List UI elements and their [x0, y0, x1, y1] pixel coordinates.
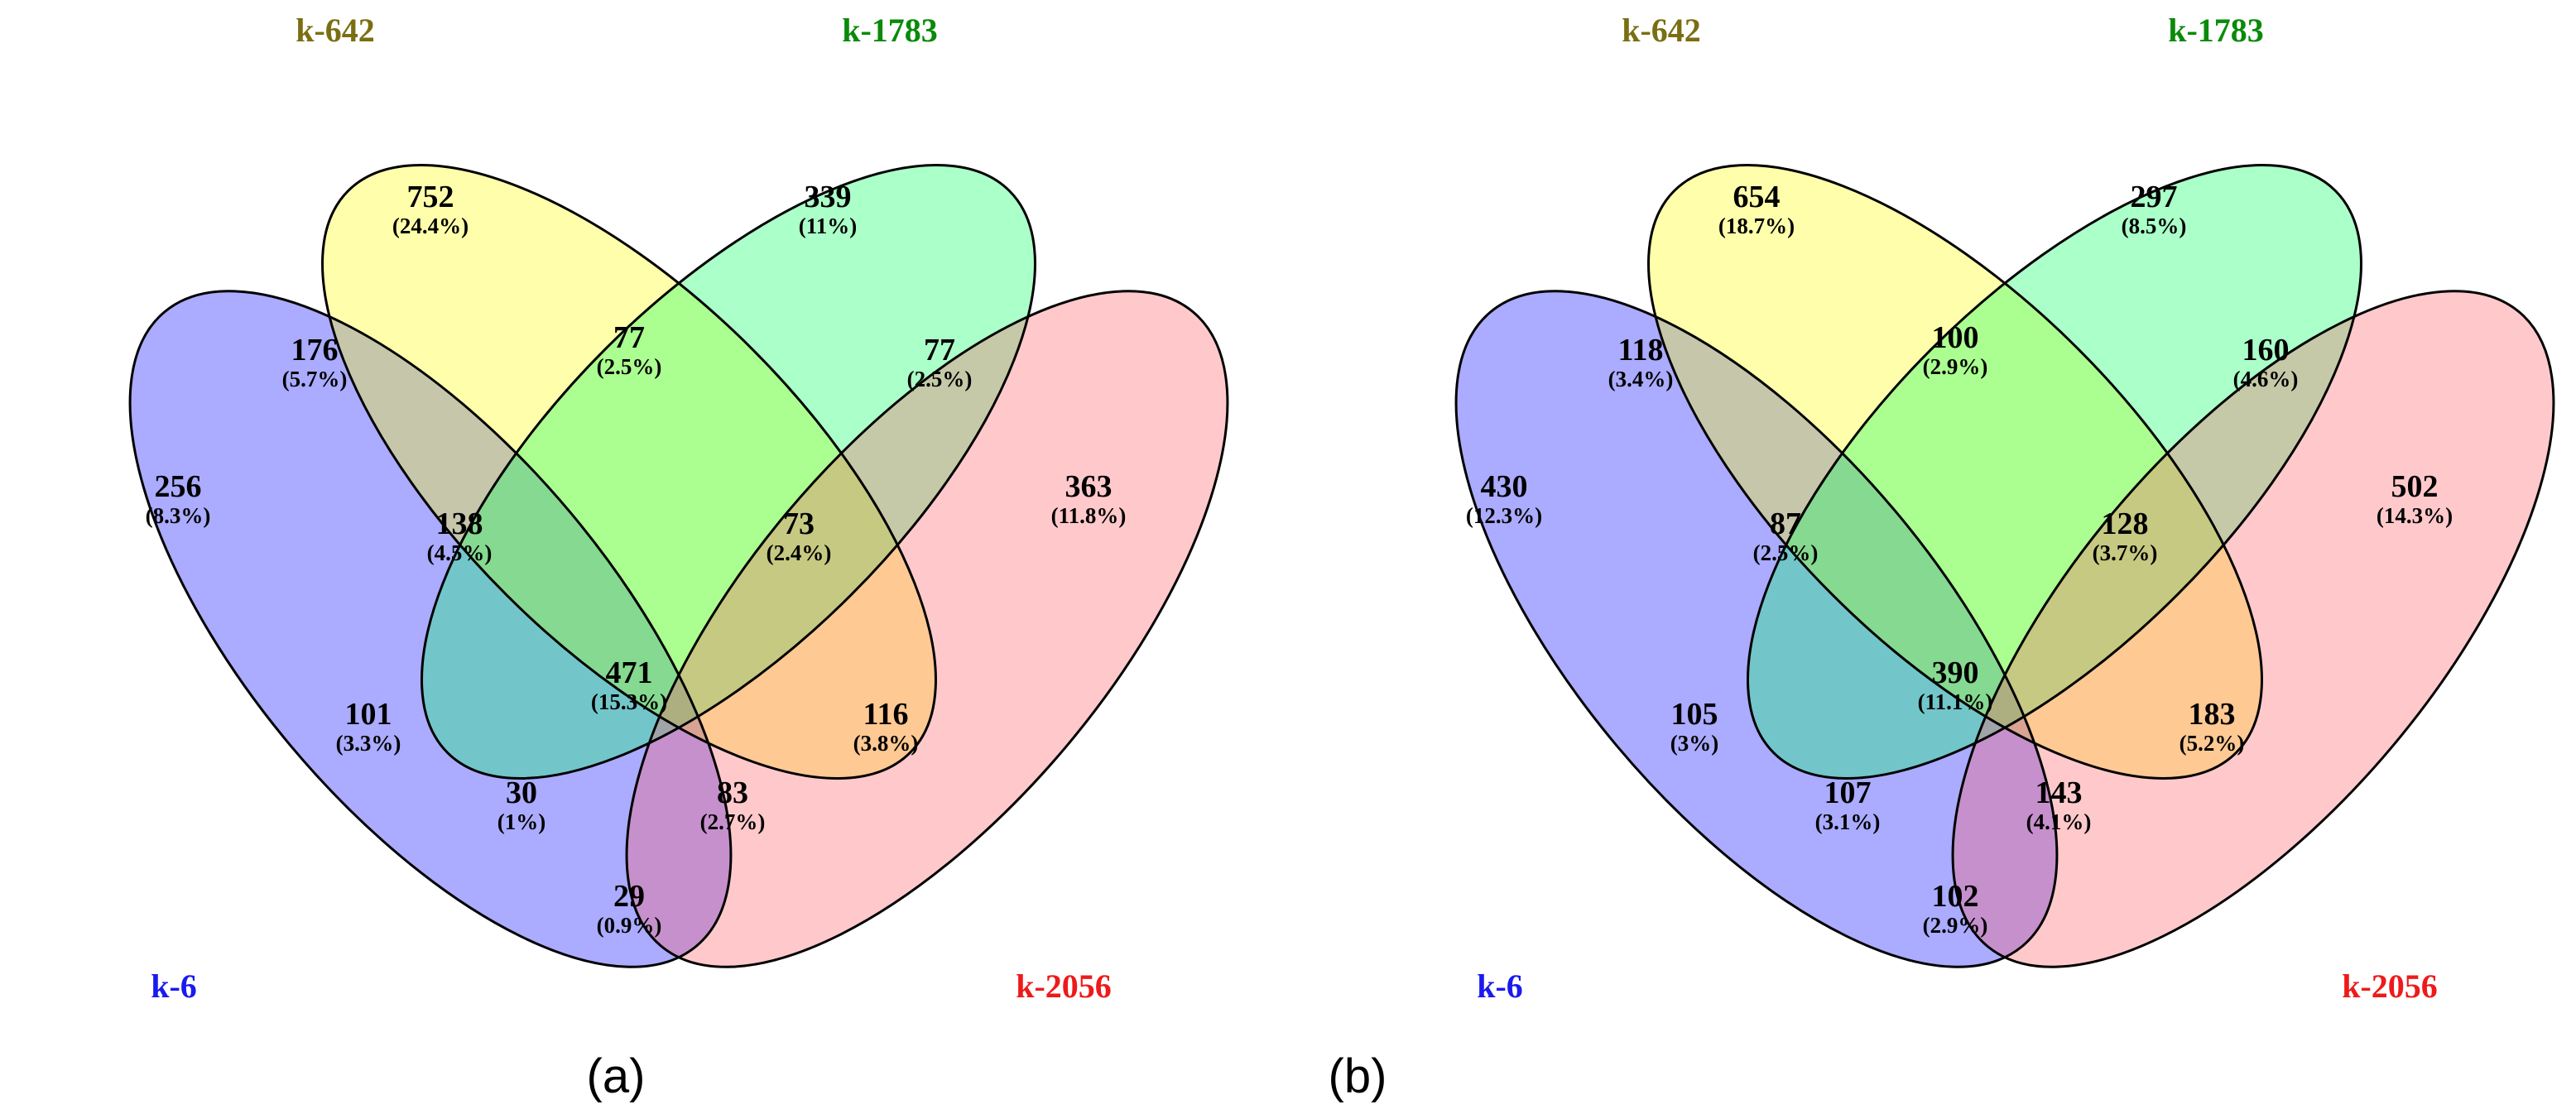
region-count-k6_only: 430	[1481, 469, 1528, 504]
region-percent-k642_k1783_k2056: (2.4%)	[767, 540, 832, 565]
region-percent-k1783_k2056: (2.5%)	[907, 367, 973, 391]
region-count-k6_only: 256	[155, 469, 202, 504]
region-count-k6_k642_k1783: 87	[1770, 507, 1801, 541]
venn-panel-b: k-6 k-642 k-1783 k-2056 654(18.7%) 297(8.5%) 1…	[1329, 12, 2555, 1103]
region-percent-k2056_only: (14.3%)	[2377, 503, 2453, 528]
region-count-k642_k1783: 77	[613, 320, 645, 355]
set-label-k-2056: k-2056	[1016, 968, 1112, 1005]
region-percent-k642_k2056: (5.2%)	[2180, 731, 2245, 756]
set-outline-k-642	[1647, 164, 2263, 780]
set-label-k-642: k-642	[1622, 12, 1701, 49]
region-percent-k642_k2056: (3.8%)	[853, 731, 919, 756]
set-outline-k-1783	[421, 164, 1036, 780]
set-ellipse-k-2056	[627, 291, 1228, 968]
region-percent-k6_only: (12.3%)	[1466, 503, 1542, 528]
panel-caption: (b)	[1329, 1049, 1387, 1103]
region-count-k6_k642_k2056: 83	[717, 775, 748, 810]
region-percent-k6_k2056: (0.9%)	[597, 913, 662, 938]
region-count-k642_k2056: 116	[863, 697, 909, 732]
set-ellipse-k-642	[322, 165, 936, 779]
region-count-all: 390	[1932, 655, 1979, 690]
region-count-k6_k2056: 29	[613, 879, 645, 914]
region-count-k642_only: 752	[407, 180, 454, 214]
region-count-k6_k642: 176	[291, 333, 339, 367]
region-percent-k6_k642_k1783: (4.5%)	[427, 540, 493, 565]
panel-caption: (a)	[587, 1049, 646, 1103]
region-count-all: 471	[606, 655, 653, 690]
region-percent-k642_only: (18.7%)	[1718, 214, 1795, 238]
region-percent-k6_only: (8.3%)	[146, 503, 211, 528]
region-percent-k1783_only: (11%)	[799, 214, 858, 238]
set-outline-k-642	[321, 164, 937, 780]
set-label-k-2056: k-2056	[2342, 968, 2438, 1005]
region-percent-k642_only: (24.4%)	[392, 214, 469, 238]
region-count-k642_only: 654	[1733, 180, 1781, 214]
region-percent-all: (11.1%)	[1918, 689, 1993, 714]
region-percent-k6_k642: (3.4%)	[1608, 367, 1674, 391]
set-label-k-1783: k-1783	[2168, 12, 2264, 49]
region-count-k6_k2056: 102	[1932, 879, 1979, 914]
set-ellipse-k-642	[1648, 165, 2262, 779]
venn-panel-a: k-6 k-642 k-1783 k-2056 752(24.4%) 339(11%) 17…	[128, 12, 1229, 1103]
set-ellipse-k-6	[1456, 291, 2057, 968]
region-percent-k1783_k2056: (4.6%)	[2233, 367, 2299, 391]
region-count-k2056_only: 363	[1065, 469, 1113, 504]
region-percent-k1783_only: (8.5%)	[2122, 214, 2187, 238]
region-percent-k2056_only: (11.8%)	[1051, 503, 1127, 528]
set-label-k-1783: k-1783	[842, 12, 938, 49]
region-count-k642_k1783_k2056: 73	[783, 507, 815, 541]
set-label-k-6: k-6	[151, 968, 197, 1005]
region-count-k6_k642: 118	[1618, 333, 1664, 367]
region-count-k1783_k2056: 77	[924, 333, 955, 367]
set-outline-k-1783	[1747, 164, 2362, 780]
region-count-k1783_k2056: 160	[2242, 333, 2290, 367]
region-count-k6_k1783_k2056: 107	[1824, 775, 1872, 810]
set-outline-k-2056	[625, 290, 1229, 968]
region-percent-all: (15.3%)	[591, 689, 667, 714]
region-percent-k6_k642_k2056: (4.1%)	[2026, 809, 2092, 834]
set-outline-k-6	[128, 290, 733, 968]
region-percent-k6_k1783: (3%)	[1670, 731, 1718, 756]
set-label-k-642: k-642	[296, 12, 375, 49]
region-count-k6_k642_k1783: 138	[436, 507, 483, 541]
region-count-k6_k642_k2056: 143	[2035, 775, 2083, 810]
region-percent-k642_k1783: (2.5%)	[597, 354, 662, 379]
region-percent-k642_k1783: (2.9%)	[1923, 354, 1988, 379]
set-ellipse-k-1783	[1747, 165, 2362, 779]
set-ellipse-k-6	[130, 291, 731, 968]
region-count-k6_k1783: 105	[1671, 697, 1718, 732]
set-ellipse-k-1783	[421, 165, 1036, 779]
region-percent-k6_k1783_k2056: (3.1%)	[1815, 809, 1881, 834]
region-percent-k6_k642: (5.7%)	[282, 367, 348, 391]
region-count-k1783_only: 297	[2131, 180, 2178, 214]
set-ellipse-k-2056	[1953, 291, 2554, 968]
region-count-k1783_only: 339	[805, 180, 852, 214]
region-percent-k6_k642_k2056: (2.7%)	[700, 809, 766, 834]
set-outline-k-2056	[1951, 290, 2555, 968]
set-outline-k-6	[1454, 290, 2059, 968]
region-count-k642_k2056: 183	[2189, 697, 2236, 732]
region-percent-k6_k642_k1783: (2.5%)	[1753, 540, 1819, 565]
region-percent-k642_k1783_k2056: (3.7%)	[2093, 540, 2158, 565]
set-label-k-6: k-6	[1477, 968, 1523, 1005]
region-percent-k6_k2056: (2.9%)	[1923, 913, 1988, 938]
region-count-k6_k1783: 101	[345, 697, 392, 732]
region-percent-k6_k1783: (3.3%)	[336, 731, 401, 756]
region-count-k6_k1783_k2056: 30	[506, 775, 537, 810]
region-count-k642_k1783: 100	[1932, 320, 1979, 355]
region-count-k2056_only: 502	[2391, 469, 2439, 504]
region-count-k642_k1783_k2056: 128	[2102, 507, 2149, 541]
region-percent-k6_k1783_k2056: (1%)	[497, 809, 545, 834]
